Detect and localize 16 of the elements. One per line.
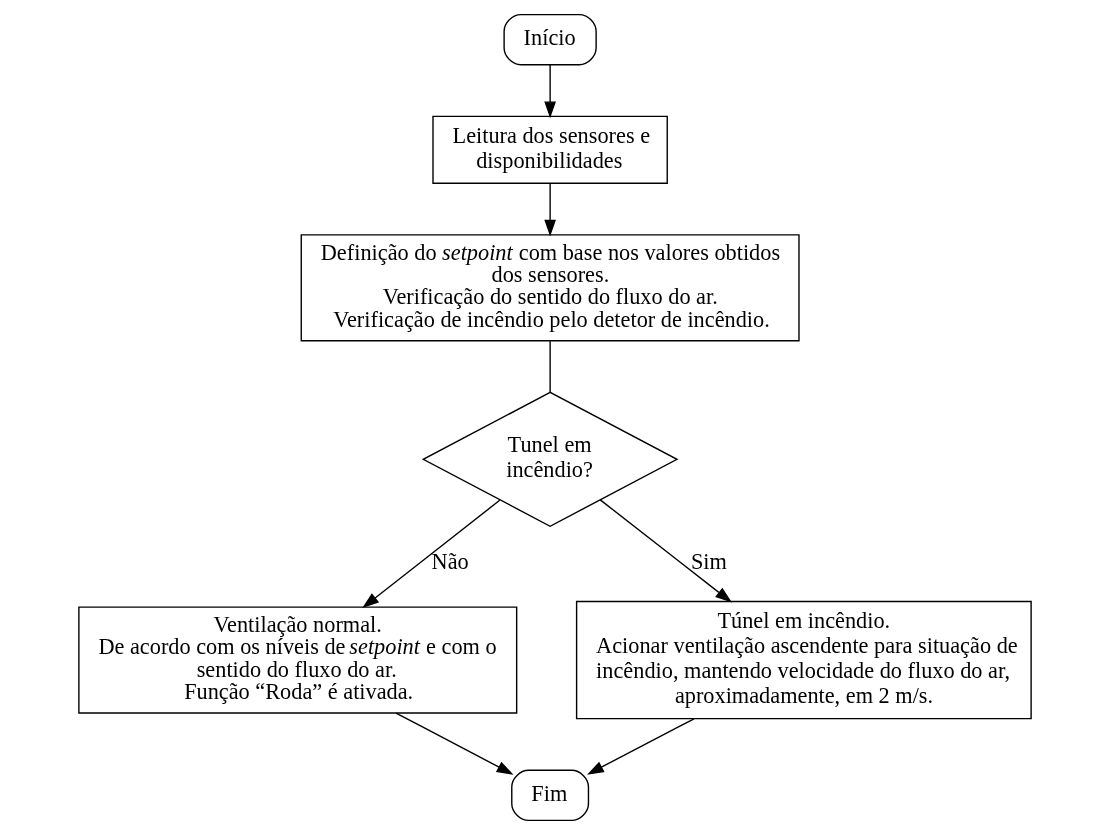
arrow <box>599 498 732 603</box>
arrow <box>395 711 514 775</box>
edge-label: Sim <box>690 548 727 574</box>
node-box: Túnel em incêndio. Acionar ventilação ascendente para situação de incêndio, mantendo velocidade do fluxo do ar, aproximadamente, em 2 m/s. <box>575 600 1032 719</box>
node-box: Definição do setpoint com base nos valores obtidos dos sensores. Verificação do sentido do fluxo do ar. Verificação de incêndio pelo detetor de incêndio. <box>300 233 800 341</box>
arrow <box>362 499 501 608</box>
arrow <box>587 717 695 775</box>
arrow <box>544 182 556 237</box>
node-box: Leitura dos sensores e disponibilidades <box>432 115 668 184</box>
arrow <box>544 63 556 118</box>
node-box: Início <box>503 13 597 65</box>
edge-label: Não <box>431 548 469 574</box>
node-box: Fim <box>511 769 590 821</box>
connector <box>549 340 551 393</box>
node-diamond: Tunel em incêndio? <box>421 391 679 527</box>
node-box: Ventilação normal. De acordo com os níveis de setpoint e com o sentido do fluxo do ar. Função “Roda” é ativada. <box>78 605 518 714</box>
